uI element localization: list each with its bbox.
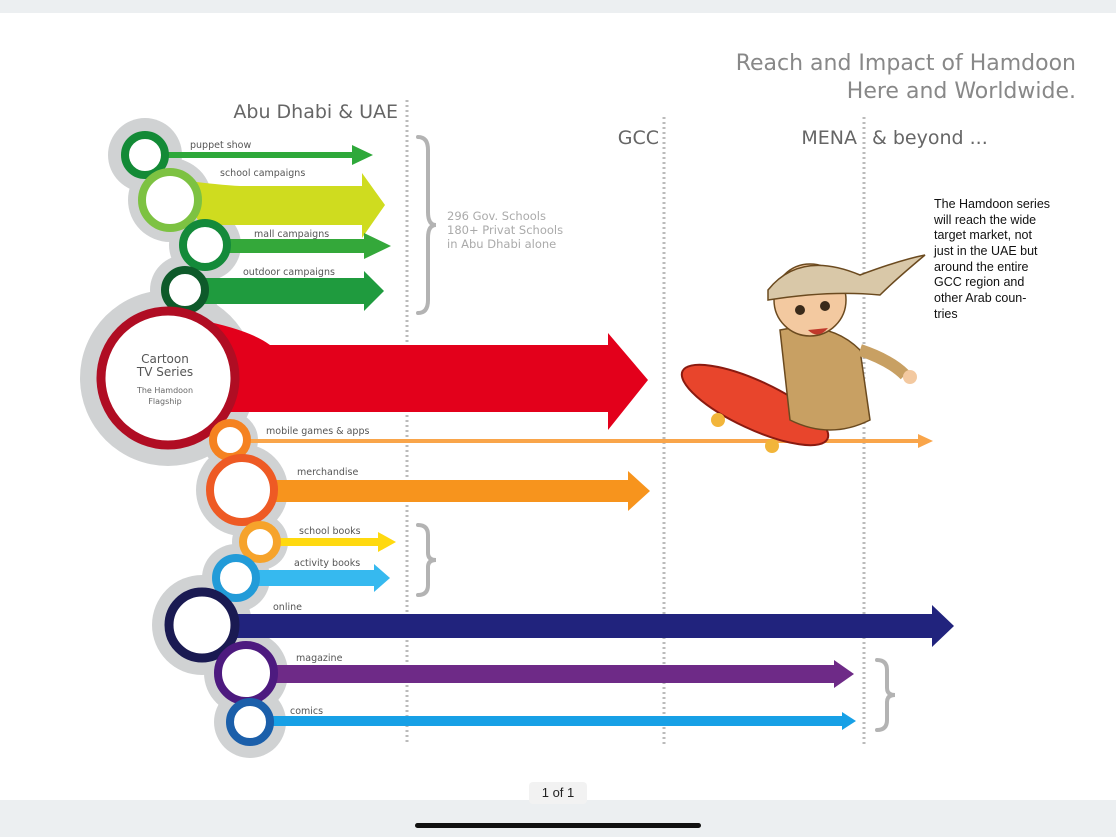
label-online: online bbox=[273, 602, 302, 613]
title-line-1: Reach and Impact of Hamdoon bbox=[736, 51, 1076, 76]
title-line-2: Here and Worldwide. bbox=[847, 79, 1076, 104]
ring-outdoor-campaigns bbox=[161, 266, 209, 314]
description-line-4: just in the UAE but bbox=[933, 244, 1038, 258]
column-header-uae: Abu Dhabi & UAE bbox=[233, 101, 398, 123]
ring-mall-campaigns bbox=[179, 219, 231, 271]
description-line-8: tries bbox=[934, 307, 958, 321]
bracket-print bbox=[875, 658, 896, 732]
arrow-magazine bbox=[260, 660, 854, 688]
arrow-mall-campaigns bbox=[215, 233, 391, 259]
description-line-6: GCC region and bbox=[934, 275, 1024, 289]
arrow-cartoon-tv-series bbox=[200, 320, 648, 430]
column-header-gcc: GCC bbox=[618, 127, 659, 149]
arrow-outdoor-campaigns bbox=[195, 271, 384, 311]
arrow-activity-books bbox=[245, 564, 390, 592]
ring-group bbox=[96, 131, 281, 746]
arrow-puppet-show bbox=[160, 145, 373, 165]
hamdoon-character-illustration bbox=[680, 254, 926, 453]
bracket-books bbox=[416, 523, 437, 597]
home-indicator[interactable] bbox=[415, 823, 701, 828]
description-line-3: target market, not bbox=[934, 228, 1032, 242]
ring-puppet-show bbox=[121, 131, 169, 179]
schools-note-2: 180+ Privat Schools bbox=[447, 223, 563, 237]
column-header-mena: MENA bbox=[801, 127, 857, 149]
arrow-mobile-games bbox=[240, 434, 933, 448]
ring-online bbox=[164, 587, 240, 663]
ring-activity-books bbox=[212, 554, 260, 602]
description-line-5: around the entire bbox=[934, 260, 1029, 274]
schools-note-3: in Abu Dhabi alone bbox=[447, 237, 556, 251]
label-activity-books: activity books bbox=[294, 558, 360, 569]
label-mobile-games: mobile games & apps bbox=[266, 426, 369, 437]
page-indicator: 1 of 1 bbox=[529, 782, 587, 804]
label-school-books: school books bbox=[299, 526, 361, 537]
document-page: Reach and Impact of Hamdoon Here and Wor… bbox=[0, 13, 1116, 800]
center-line-2: TV Series bbox=[136, 365, 193, 379]
arrow-comics bbox=[260, 712, 856, 730]
ring-mobile-games bbox=[209, 419, 251, 461]
arrow-school-books bbox=[270, 532, 396, 552]
arrow-merchandise bbox=[260, 471, 650, 511]
infographic: Reach and Impact of Hamdoon Here and Wor… bbox=[80, 51, 1076, 758]
label-mall-campaigns: mall campaigns bbox=[254, 229, 329, 240]
label-merchandise: merchandise bbox=[297, 467, 359, 478]
schools-note-1: 296 Gov. Schools bbox=[447, 209, 546, 223]
center-sub-1: The Hamdoon bbox=[136, 386, 193, 395]
label-puppet-show: puppet show bbox=[190, 140, 251, 151]
ring-school-books bbox=[239, 521, 281, 563]
arrow-school-campaigns bbox=[180, 173, 385, 238]
description-line-2: will reach the wide bbox=[933, 213, 1036, 227]
description-line-1: The Hamdoon series bbox=[934, 197, 1050, 211]
label-outdoor-campaigns: outdoor campaigns bbox=[243, 267, 335, 278]
column-header-beyond: & beyond ... bbox=[872, 127, 988, 149]
ring-magazine bbox=[214, 641, 278, 705]
ring-school-campaigns bbox=[138, 168, 202, 232]
label-comics: comics bbox=[290, 706, 323, 717]
ring-cartoon bbox=[96, 306, 240, 450]
label-school-campaigns: school campaigns bbox=[220, 168, 305, 179]
description-line-7: other Arab coun- bbox=[934, 291, 1026, 305]
ring-merchandise bbox=[206, 454, 278, 526]
center-sub-2: Flagship bbox=[148, 397, 181, 406]
center-line-1: Cartoon bbox=[141, 352, 189, 366]
bracket-schools bbox=[416, 135, 437, 315]
arrow-online bbox=[220, 605, 954, 647]
label-magazine: magazine bbox=[296, 653, 343, 664]
ring-comics bbox=[226, 698, 274, 746]
